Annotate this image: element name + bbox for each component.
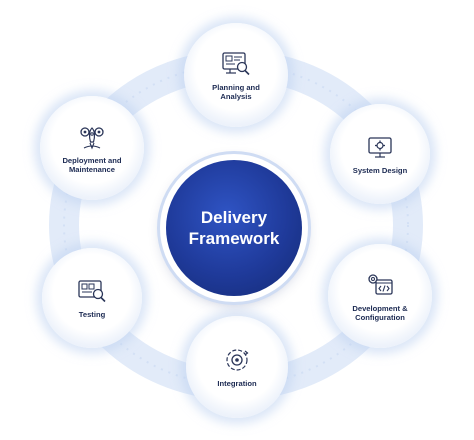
node-label: System Design xyxy=(352,166,408,176)
rocket-gear-icon xyxy=(80,126,104,149)
node-development-and-configuration: Development & Configuration xyxy=(328,244,432,348)
node-label: Deployment and Maintenance xyxy=(62,155,122,175)
node-label: Integration xyxy=(217,379,257,389)
node-label: Testing xyxy=(78,310,106,320)
node-system-design: System Design xyxy=(330,104,430,204)
code-gear-icon xyxy=(368,273,393,295)
monitor-gear-icon xyxy=(368,137,392,158)
integration-cycle-icon xyxy=(226,349,249,371)
center-title: Delivery Framework xyxy=(188,208,280,248)
node-deployment-and-maintenance: Deployment and Maintenance xyxy=(40,96,144,200)
node-integration: Integration xyxy=(186,316,288,418)
node-label: Planning and Analysis xyxy=(212,82,260,102)
testing-search-icon xyxy=(78,280,106,303)
node-label: Development & Configuration xyxy=(352,303,408,323)
node-testing: Testing xyxy=(42,248,142,348)
dashboard-search-icon xyxy=(222,51,250,75)
center-hub: Delivery Framework xyxy=(166,160,302,296)
node-planning-and-analysis: Planning and Analysis xyxy=(184,23,288,127)
